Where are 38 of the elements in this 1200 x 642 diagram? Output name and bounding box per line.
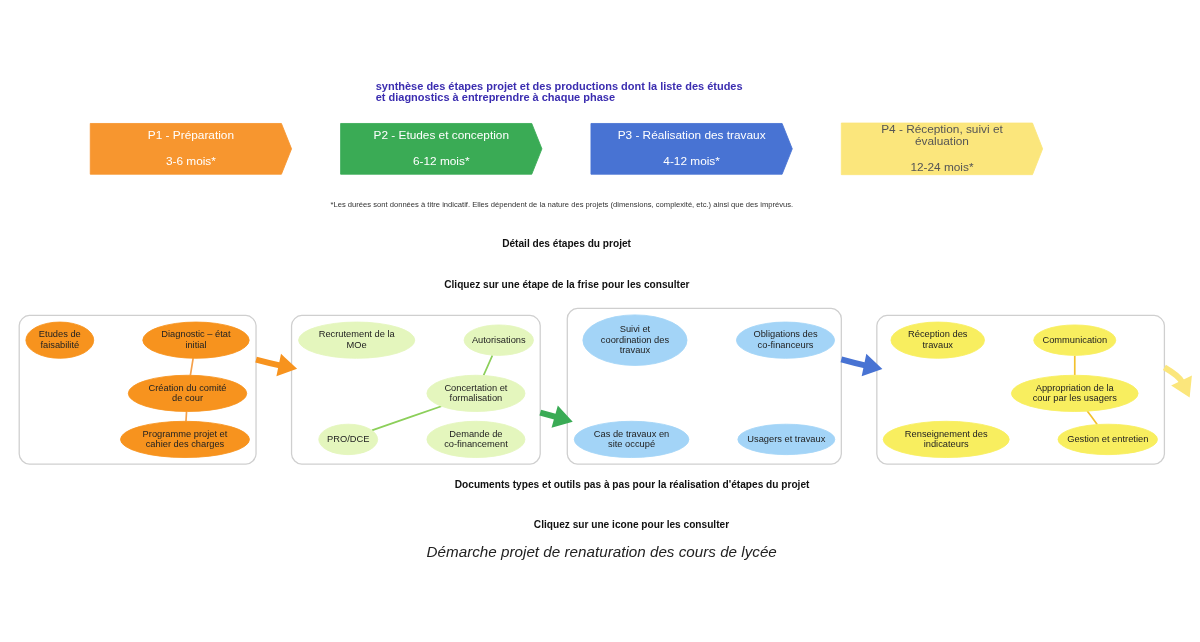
node-ellipse: Concertation et formalisation	[426, 374, 526, 412]
label: Détail des étapes du projet	[502, 237, 632, 249]
node-ellipse: Communication	[1033, 324, 1117, 356]
node-ellipse: Suivi et coordination des travaux	[582, 313, 688, 366]
connector	[1086, 409, 1099, 425]
node-ellipse: PRO/DCE	[318, 423, 379, 455]
label: Documents types et outils pas à pas pour la réalisation d'étapes du projet	[454, 478, 810, 490]
arrow	[1162, 364, 1192, 398]
node-ellipse: Renseignement des indicateurs	[882, 420, 1010, 458]
label: Cliquez sur une icone pour les consulter	[533, 518, 730, 530]
cluster	[18, 314, 257, 465]
caption: Démarche projet de renaturation des cours de lycée	[426, 542, 777, 560]
node-ellipse: Recrutement de la MOe	[298, 321, 416, 359]
connector	[1073, 354, 1076, 376]
connector	[482, 354, 494, 376]
node-ellipse: Cas de travaux en site occupé	[573, 420, 690, 458]
node-ellipse: Usagers et travaux	[737, 423, 836, 455]
node-ellipse: Programme projet et cahier des charges	[120, 420, 250, 458]
cluster	[566, 307, 842, 465]
connector	[189, 356, 194, 376]
connector	[371, 404, 443, 431]
arrow	[840, 353, 883, 376]
label: synthèse des étapes projet et des productions dont la liste des études et diagnostics à entreprendre à chaque phase	[375, 79, 743, 103]
cluster	[876, 314, 1166, 465]
node-ellipse: Etudes de faisabilité	[25, 321, 95, 359]
connector	[185, 410, 188, 422]
cluster	[290, 314, 541, 465]
node-ellipse: Obligations des co-financeurs	[736, 321, 835, 359]
node-ellipse: Demande de co-financement	[426, 420, 526, 458]
label: Cliquez sur une étape de la frise pour les consulter	[444, 278, 690, 290]
node-ellipse: Réception des travaux	[890, 321, 985, 359]
node-ellipse: Autorisations	[463, 324, 534, 356]
label: *Les durées sont données à titre indicatif. Elles dépendent de la nature des projets (dimensions, complexité, etc.) ainsi que des imprévus.	[330, 199, 794, 209]
arrow	[255, 353, 298, 376]
node-ellipse: Diagnostic – état initial	[142, 321, 250, 359]
node-ellipse: Appropriation de la cour par les usagers	[1010, 374, 1139, 412]
node-ellipse: Gestion et entretien	[1057, 423, 1158, 455]
node-ellipse: Création du comité de cour	[127, 374, 248, 412]
